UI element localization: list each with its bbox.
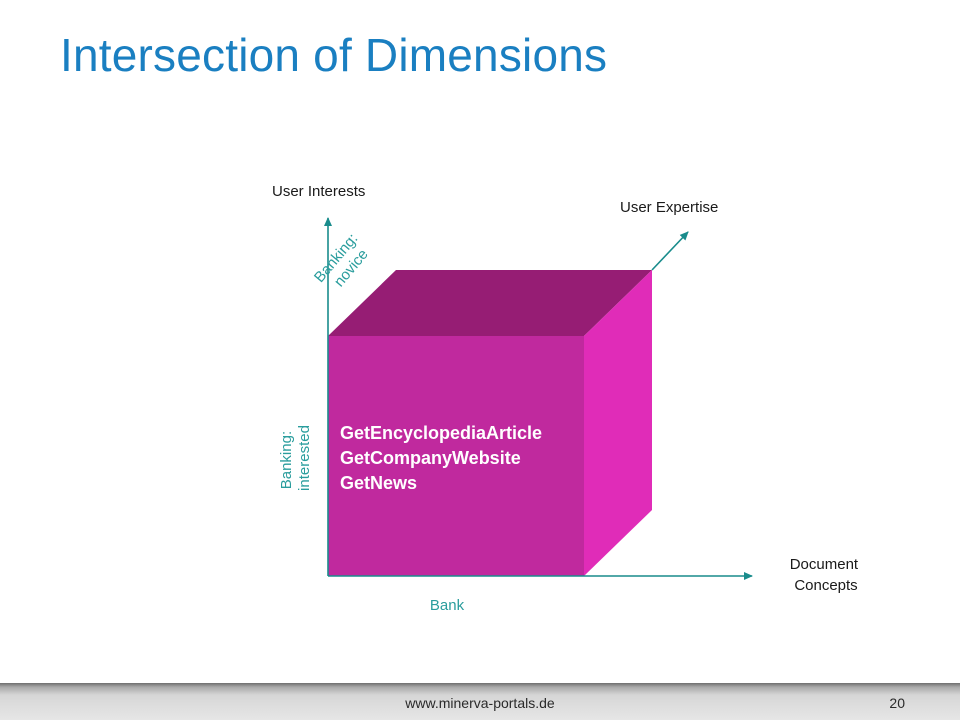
slide-title: Intersection of Dimensions (60, 29, 608, 81)
banking-interested-label: Banking: interested (278, 425, 313, 491)
slide-footer: www.minerva-portals.de 20 (0, 683, 960, 720)
page-number: 20 (889, 695, 905, 711)
footer-url: www.minerva-portals.de (405, 695, 555, 711)
service-news: GetNews (340, 473, 417, 493)
service-encyclopedia-article: GetEncyclopediaArticle (340, 423, 542, 443)
user-expertise-label: User Expertise (620, 199, 718, 216)
cube-top-face (328, 270, 652, 336)
user-interests-label: User Interests (272, 183, 365, 200)
service-company-website: GetCompanyWebsite (340, 448, 521, 468)
document-concepts-line2: Concepts (794, 577, 857, 594)
cube-side-face (584, 270, 652, 576)
banking-interested-line2: interested (296, 425, 313, 491)
banking-novice-label: Banking: novice (311, 227, 378, 297)
bank-label: Bank (430, 597, 465, 614)
user-expertise-axis (651, 231, 689, 271)
document-concepts-line1: Document (790, 556, 859, 573)
cube-front-face (328, 336, 584, 576)
banking-interested-line1: Banking: (278, 431, 295, 489)
document-concepts-label: Document Concepts (790, 556, 863, 594)
